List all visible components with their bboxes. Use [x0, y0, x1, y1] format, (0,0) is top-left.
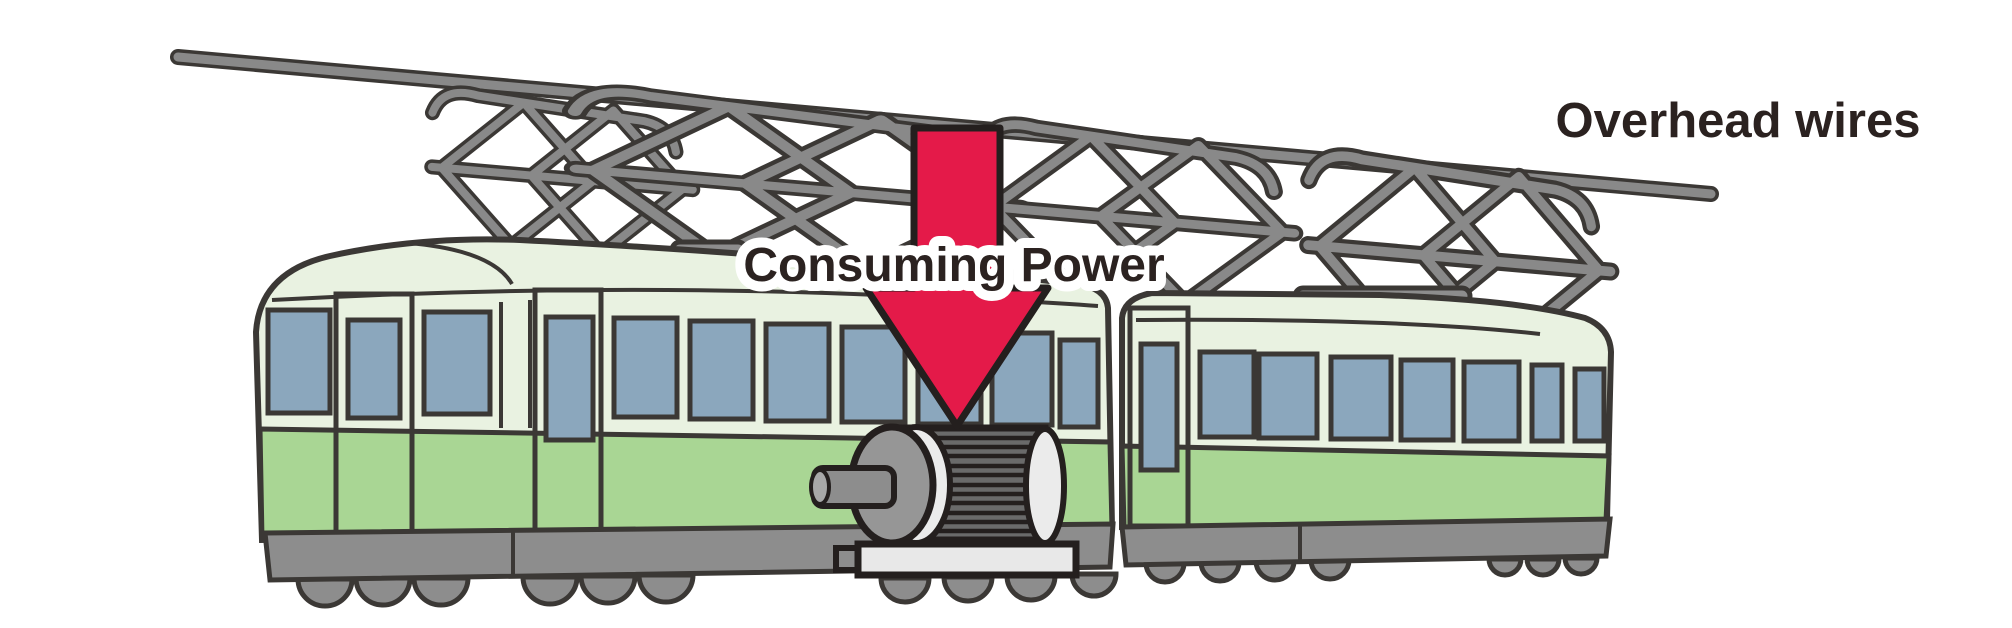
wheel — [411, 575, 471, 608]
window — [1197, 349, 1257, 440]
door-window — [345, 317, 403, 421]
wheel — [295, 576, 355, 609]
wheel — [941, 574, 995, 604]
car2-windows — [1197, 349, 1607, 444]
window — [1461, 359, 1522, 444]
wheel — [1069, 571, 1119, 599]
car1-windows — [265, 307, 1101, 430]
wheel — [578, 573, 638, 606]
wheel — [1143, 560, 1187, 585]
car1-panel-lines — [499, 300, 532, 428]
car1-doors — [333, 287, 604, 537]
motor-base-plate — [854, 540, 1080, 579]
car2-roofline — [1135, 317, 1541, 336]
overhead-wires-label: Overhead wires — [1556, 94, 1921, 148]
motor-ribs — [902, 435, 1043, 534]
car2-wheels — [1143, 555, 1600, 585]
wheel — [1562, 555, 1600, 577]
wheel — [1004, 573, 1058, 603]
window — [421, 309, 493, 417]
window — [611, 315, 680, 420]
wheel — [1198, 559, 1242, 584]
wheel — [1524, 556, 1562, 578]
wheel — [878, 575, 932, 605]
window — [1572, 366, 1607, 444]
wheel — [353, 575, 413, 608]
window — [687, 318, 756, 422]
down-arrow-icon — [862, 124, 1052, 430]
window — [1057, 337, 1101, 430]
wheel — [520, 574, 580, 607]
window — [839, 324, 908, 425]
window — [763, 321, 832, 424]
motor-shaft-end — [809, 468, 831, 506]
car1-wheels — [295, 571, 1119, 609]
wheel — [1253, 558, 1297, 583]
window — [1529, 362, 1565, 444]
door-window — [543, 314, 596, 443]
car2-undercarriage — [1119, 516, 1613, 568]
window — [1256, 351, 1320, 441]
wheel — [1308, 557, 1352, 582]
wheel — [636, 572, 696, 605]
car2-lower-band — [1119, 443, 1612, 531]
window — [265, 307, 333, 416]
car1-cab-roof-curve — [407, 241, 514, 286]
motor-end-ring-right — [1023, 426, 1067, 546]
window — [1398, 357, 1456, 443]
traction-motor — [809, 423, 1080, 579]
door-window — [1138, 341, 1180, 473]
window — [1328, 354, 1394, 442]
tram-car-rear — [1119, 289, 1615, 585]
wheel — [1486, 556, 1524, 578]
consuming-power-label: Consuming Power — [743, 239, 1164, 292]
